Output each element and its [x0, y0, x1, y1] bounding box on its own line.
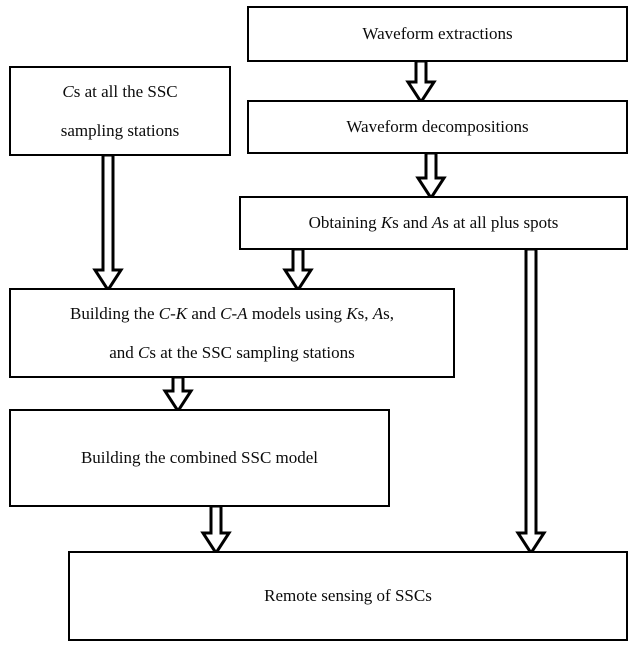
node-label-line-2: and Cs at the SSC sampling stations [109, 342, 355, 362]
node-waveform-decompositions[interactable]: Waveform decompositions [247, 100, 628, 154]
node-label-line-1: Building the C-K and C-A models using Ks… [70, 303, 394, 323]
node-waveform-extractions[interactable]: Waveform extractions [247, 6, 628, 62]
node-label: Obtaining Ks and As at all plus spots [308, 213, 559, 233]
node-obtaining-ks-as[interactable]: Obtaining Ks and As at all plus spots [239, 196, 628, 250]
node-building-combined-ssc-model[interactable]: Building the combined SSC model [9, 409, 390, 507]
node-label: Waveform decompositions [346, 117, 529, 137]
node-label: Waveform extractions [362, 24, 513, 44]
arrow-waveform-decompositions-to-obtaining-ks-as [415, 151, 447, 201]
node-remote-sensing-of-sscs[interactable]: Remote sensing of SSCs [68, 551, 628, 641]
arrow-building-combined-ssc-model-to-remote-sensing-of-sscs [200, 504, 232, 556]
node-cs-sampling-stations[interactable]: Cs at all the SSC sampling stations [9, 66, 231, 156]
arrow-waveform-extractions-to-waveform-decompositions [405, 59, 437, 105]
node-label: Building the combined SSC model [80, 448, 319, 468]
arrow-building-ck-ca-models-to-building-combined-ssc-model [162, 375, 194, 414]
node-label-line-2: sampling stations [60, 120, 180, 140]
arrow-obtaining-ks-as-to-remote-sensing-of-sscs [515, 247, 547, 556]
node-label-line-1: Cs at all the SSC [62, 81, 178, 101]
arrow-obtaining-ks-as-to-building-ck-ca-models [282, 247, 314, 293]
arrow-cs-sampling-stations-to-building-ck-ca-models [92, 153, 124, 293]
node-label: Remote sensing of SSCs [264, 586, 432, 606]
node-building-ck-ca-models[interactable]: Building the C-K and C-A models using Ks… [9, 288, 455, 378]
